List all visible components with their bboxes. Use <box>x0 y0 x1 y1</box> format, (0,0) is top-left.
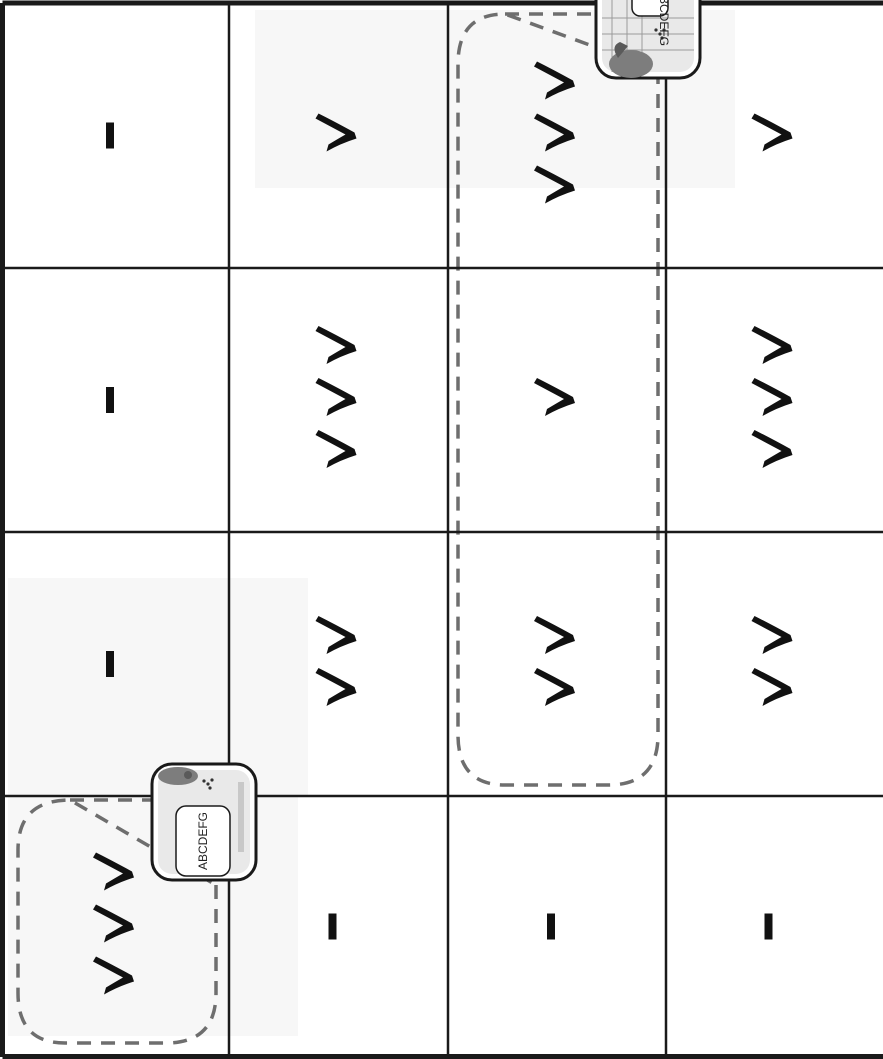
tally-mark <box>106 123 114 149</box>
board-cell[interactable] <box>106 387 114 413</box>
robot-card-bottom[interactable]: ABCDEFG <box>152 764 256 880</box>
chevron-mark <box>316 378 357 416</box>
tally-mark <box>329 914 337 940</box>
board-cell[interactable] <box>329 914 337 940</box>
board-cell[interactable] <box>106 123 114 149</box>
chevron-mark <box>752 326 793 364</box>
tally-mark <box>765 914 773 940</box>
board-cell[interactable] <box>547 914 555 940</box>
tally-mark <box>106 387 114 413</box>
board-cell[interactable] <box>316 326 357 468</box>
chevron-mark <box>752 616 793 654</box>
board-cell[interactable] <box>106 651 114 677</box>
chevron-mark <box>316 668 357 706</box>
board-cell[interactable] <box>534 378 575 416</box>
chevron-mark <box>316 326 357 364</box>
chevron-mark <box>752 114 793 152</box>
board-cell[interactable] <box>316 616 357 706</box>
chevron-mark <box>316 616 357 654</box>
chevron-mark <box>752 430 793 468</box>
board-cell[interactable] <box>752 114 793 152</box>
robot-card-top[interactable]: ABCDEFG <box>596 0 700 78</box>
tally-mark <box>547 914 555 940</box>
robot-card-bottom-label: ABCDEFG <box>196 812 210 870</box>
chevron-mark <box>752 668 793 706</box>
chevron-mark <box>534 378 575 416</box>
robot-card-top-label: ABCDEFG <box>657 0 671 46</box>
board-cell[interactable] <box>534 616 575 706</box>
chevron-mark <box>316 430 357 468</box>
chevron-mark <box>534 616 575 654</box>
board-cell[interactable] <box>752 326 793 468</box>
chevron-mark <box>752 378 793 416</box>
board-cell[interactable] <box>765 914 773 940</box>
tally-mark <box>106 651 114 677</box>
chevron-mark <box>534 668 575 706</box>
board-cell[interactable] <box>752 616 793 706</box>
